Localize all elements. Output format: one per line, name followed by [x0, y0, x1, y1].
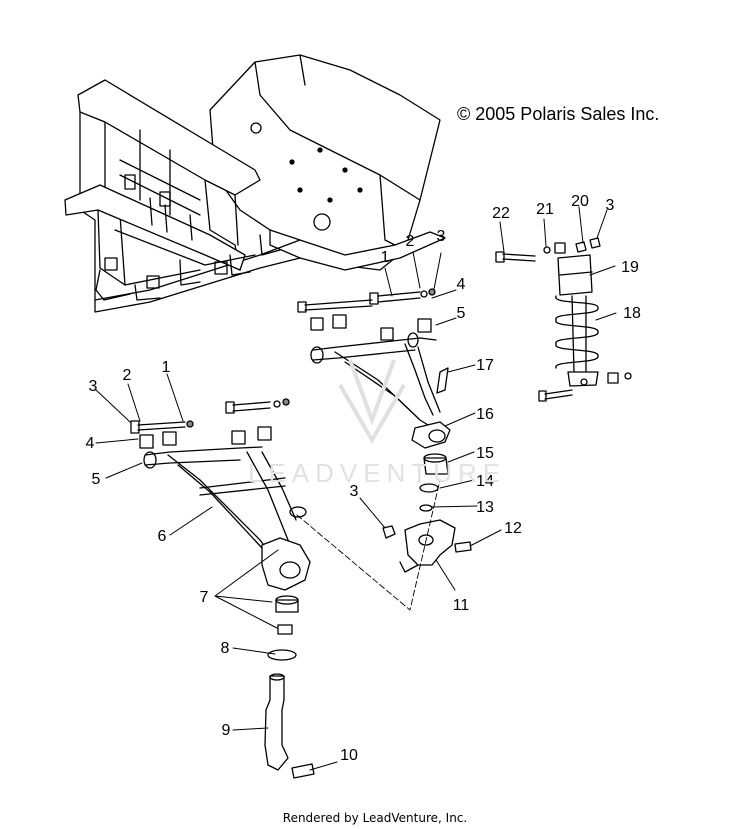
callout-c1b: 1 — [162, 359, 171, 376]
callout-c3b: 3 — [606, 197, 615, 214]
copyright-notice: © 2005 Polaris Sales Inc. — [457, 104, 660, 124]
footer-credit: Rendered by LeadVenture, Inc. — [282, 811, 468, 825]
callout-c21: 21 — [536, 201, 554, 218]
watermark-logo — [338, 359, 406, 444]
callout-c19: 19 — [621, 259, 639, 276]
watermark-text: LEADVENTURE — [248, 458, 507, 488]
callout-c5a: 5 — [457, 305, 466, 322]
callout-c9: 9 — [222, 722, 231, 739]
callout-c17: 17 — [476, 357, 494, 374]
leader-lines — [94, 206, 617, 771]
callout-c13: 13 — [476, 499, 494, 516]
callout-c2a: 2 — [406, 233, 415, 250]
lower-a-arm-assembly — [130, 398, 315, 779]
callout-c8: 8 — [221, 640, 230, 657]
callout-c16: 16 — [476, 406, 494, 423]
callout-c2b: 2 — [123, 367, 132, 384]
callout-c15: 15 — [476, 445, 494, 462]
shock-assembly — [495, 237, 632, 402]
callout-c10: 10 — [340, 747, 358, 764]
callout-c14: 14 — [476, 473, 494, 490]
callout-c11: 11 — [453, 597, 470, 614]
callout-c4b: 4 — [86, 435, 95, 452]
callout-c3c: 3 — [350, 483, 359, 500]
callout-c4a: 4 — [457, 276, 466, 293]
upper-a-arm-assembly — [297, 288, 472, 573]
callout-c7: 7 — [200, 589, 209, 606]
callout-c3a: 3 — [437, 228, 446, 245]
callout-c22: 22 — [492, 205, 510, 222]
callout-c20: 20 — [571, 193, 589, 210]
callout-c6: 6 — [158, 528, 167, 545]
callout-c12: 12 — [504, 520, 522, 537]
callout-c1a: 1 — [381, 249, 390, 266]
callout-c18: 18 — [623, 305, 641, 322]
alignment-lines — [296, 479, 441, 611]
callout-c3d: 3 — [89, 378, 98, 395]
callout-c5b: 5 — [92, 471, 101, 488]
vehicle-frame — [64, 54, 446, 313]
